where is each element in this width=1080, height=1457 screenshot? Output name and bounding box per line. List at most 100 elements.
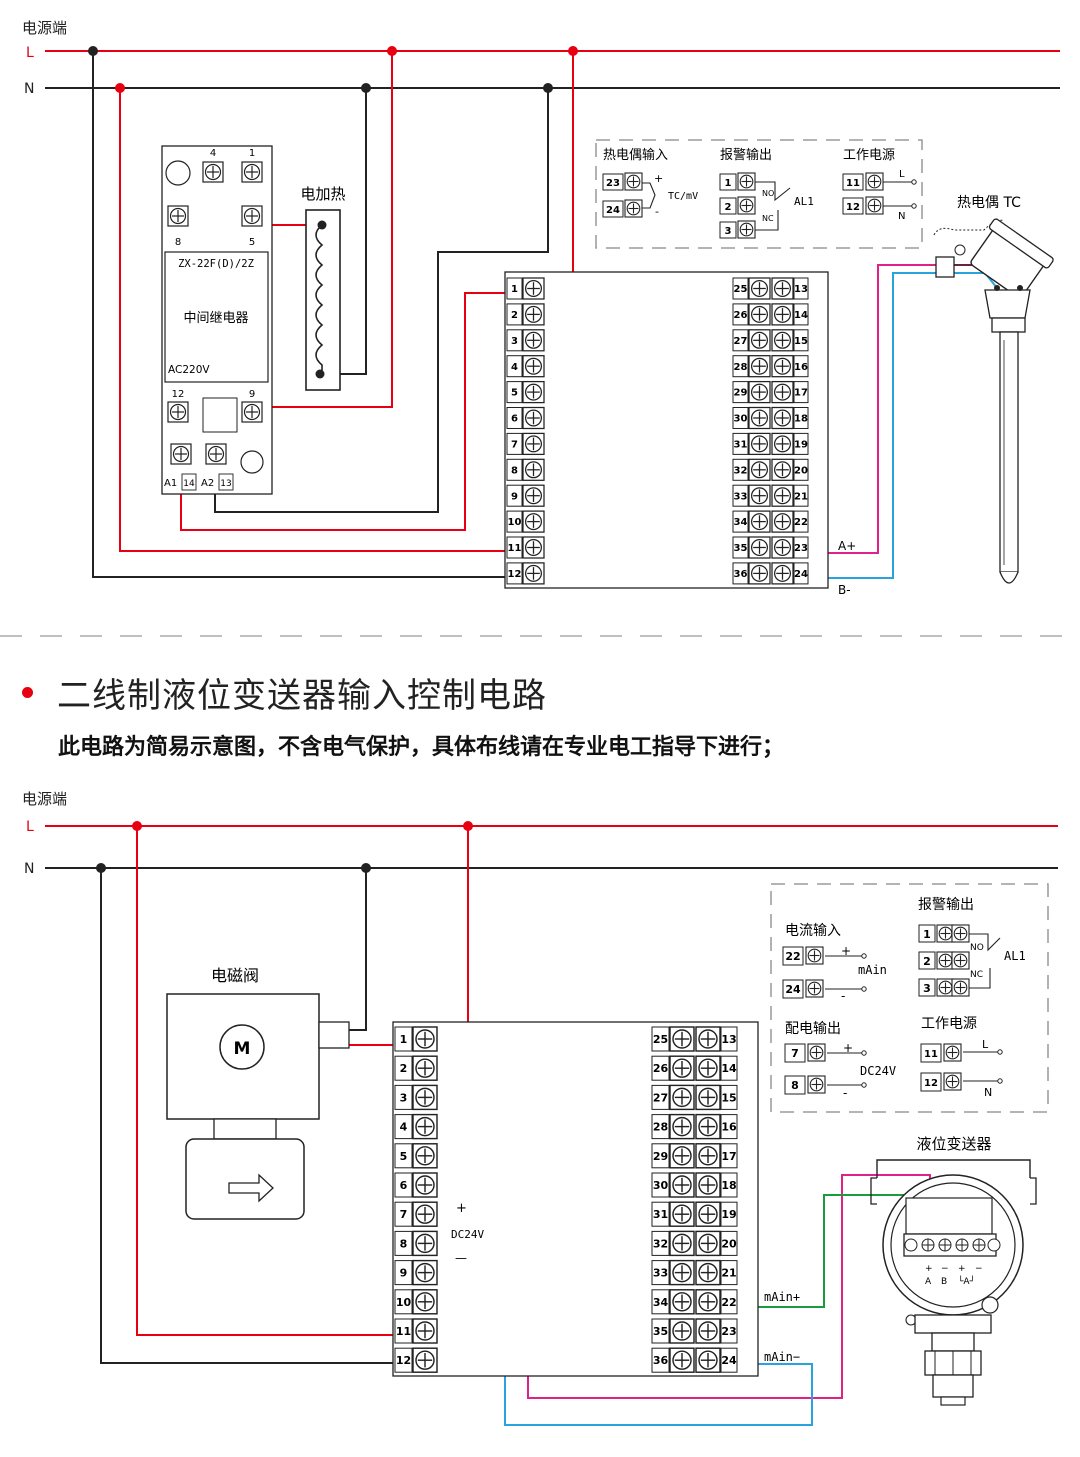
terminal-number: 34 xyxy=(653,1296,669,1309)
relay-term-label: 4 xyxy=(210,148,216,159)
wire-n-to-valve xyxy=(320,868,367,1031)
terminal-number: 25 xyxy=(734,284,748,295)
screw-terminal-icon xyxy=(748,355,771,378)
legend-plus: + xyxy=(841,944,851,958)
terminal-row: 4 xyxy=(394,1113,438,1140)
legend-term: 3 xyxy=(923,982,931,995)
tx-sub: B xyxy=(941,1277,947,1287)
terminal-row: 27 15 xyxy=(651,1084,738,1111)
safety-note: 此电路为简易示意图，不含电气保护，具体布线请在专业电工指导下进行； xyxy=(58,735,785,760)
legend-term: 1 xyxy=(923,928,931,941)
screw-terminal-icon xyxy=(748,303,771,326)
terminal-number: 35 xyxy=(653,1325,668,1338)
legend-term: 12 xyxy=(924,1078,938,1089)
terminal-number: 6 xyxy=(511,414,518,425)
screw-terminal-icon xyxy=(695,1026,721,1052)
legend-no: NO xyxy=(970,943,984,953)
legend-term: 7 xyxy=(791,1047,799,1060)
diagram-2: 电源端 L N 电磁阀 M xyxy=(22,790,1058,1426)
sensor-label: 热电偶 TC xyxy=(957,195,1021,211)
screw-terminal-icon xyxy=(522,406,545,430)
screw-terminal-icon xyxy=(669,1084,695,1111)
power-label: 电源端 xyxy=(22,19,67,37)
terminal-number: 1 xyxy=(511,284,518,295)
screw-terminal-icon xyxy=(695,1172,721,1198)
terminal-row: 9 xyxy=(506,484,545,507)
terminal-number: 15 xyxy=(721,1091,736,1104)
legend-nc: NC xyxy=(970,970,983,980)
legend-alarm-output: 报警输出 xyxy=(918,897,974,913)
legend-tc-input: 热电偶输入 xyxy=(603,147,668,163)
legend-n: N xyxy=(984,1086,992,1099)
screw-terminal-icon xyxy=(695,1055,721,1081)
screw-terminal-icon xyxy=(522,510,545,533)
screw-terminal-icon xyxy=(748,484,771,507)
junction-dots xyxy=(88,46,578,93)
screw-terminal-icon xyxy=(748,432,771,456)
terminal-row: 11 xyxy=(394,1318,438,1344)
screw-terminal-icon xyxy=(771,355,794,378)
tx-term: − xyxy=(975,1264,983,1274)
motor-icon xyxy=(219,1024,265,1070)
legend-term: 24 xyxy=(606,205,620,216)
terminal-row: 34 22 xyxy=(651,1289,738,1315)
screw-terminal-icon xyxy=(412,1143,438,1169)
screw-terminal-icon xyxy=(695,1289,721,1315)
screw-terminal-icon xyxy=(748,277,771,300)
screw-terminal-icon xyxy=(669,1289,695,1315)
terminal-row: 1 xyxy=(394,1026,438,1052)
terminal-number: 24 xyxy=(721,1354,737,1367)
terminal-number: 14 xyxy=(794,310,808,321)
screw-terminal-icon xyxy=(771,536,794,559)
screw-terminal-icon xyxy=(669,1026,695,1052)
terminal-number: 7 xyxy=(400,1208,408,1221)
legend-alarm-output: 报警输出 xyxy=(720,147,772,163)
relay-coil-term: A1 xyxy=(164,478,177,489)
screw-terminal-icon xyxy=(412,1230,438,1257)
terminal-row: 11 xyxy=(506,536,545,559)
terminal-row: 7 xyxy=(394,1201,438,1227)
screw-terminal-icon xyxy=(748,329,771,352)
screw-terminal-icon xyxy=(412,1026,438,1052)
terminal-number: 22 xyxy=(721,1296,736,1309)
screw-terminal-icon xyxy=(522,562,545,585)
screw-terminal-icon xyxy=(669,1230,695,1257)
terminal-number: 10 xyxy=(396,1296,412,1309)
screw-terminal-icon xyxy=(669,1201,695,1227)
screw-terminal-icon xyxy=(412,1259,438,1286)
legend-term: 12 xyxy=(846,202,860,213)
screw-terminal-icon xyxy=(771,458,794,481)
terminal-number: 11 xyxy=(508,543,522,554)
relay-term-label: 1 xyxy=(249,148,255,159)
terminal-number: 20 xyxy=(794,465,808,476)
screw-terminal-icon xyxy=(771,432,794,456)
terminal-number: 27 xyxy=(653,1091,668,1104)
terminal-number: 25 xyxy=(653,1033,668,1046)
screw-terminal-icon xyxy=(522,484,545,507)
terminal-row: 3 xyxy=(394,1084,438,1111)
terminal-number: 31 xyxy=(734,440,748,451)
terminal-number: 10 xyxy=(508,517,522,528)
screw-terminal-icon xyxy=(412,1113,438,1140)
terminal-row: 35 23 xyxy=(651,1318,738,1344)
diagram-1: 电源端 L N 4 1 xyxy=(0,19,1080,637)
screw-terminal-icon xyxy=(695,1318,721,1344)
legend-term: 2 xyxy=(923,955,931,968)
terminal-number: 2 xyxy=(511,310,518,321)
legend-l: L xyxy=(899,169,905,180)
legend-plus: + xyxy=(843,1041,853,1055)
terminal-number: 23 xyxy=(721,1325,736,1338)
terminal-row: 10 xyxy=(506,510,545,533)
relay-term-label: 8 xyxy=(175,237,181,248)
legend-box-2: 电流输入 22 24 + - mAin 报警输出 1 2 3 NO NC AL1… xyxy=(770,883,1049,1113)
legend-term: 3 xyxy=(725,226,732,237)
terminal-number: 28 xyxy=(734,362,748,373)
